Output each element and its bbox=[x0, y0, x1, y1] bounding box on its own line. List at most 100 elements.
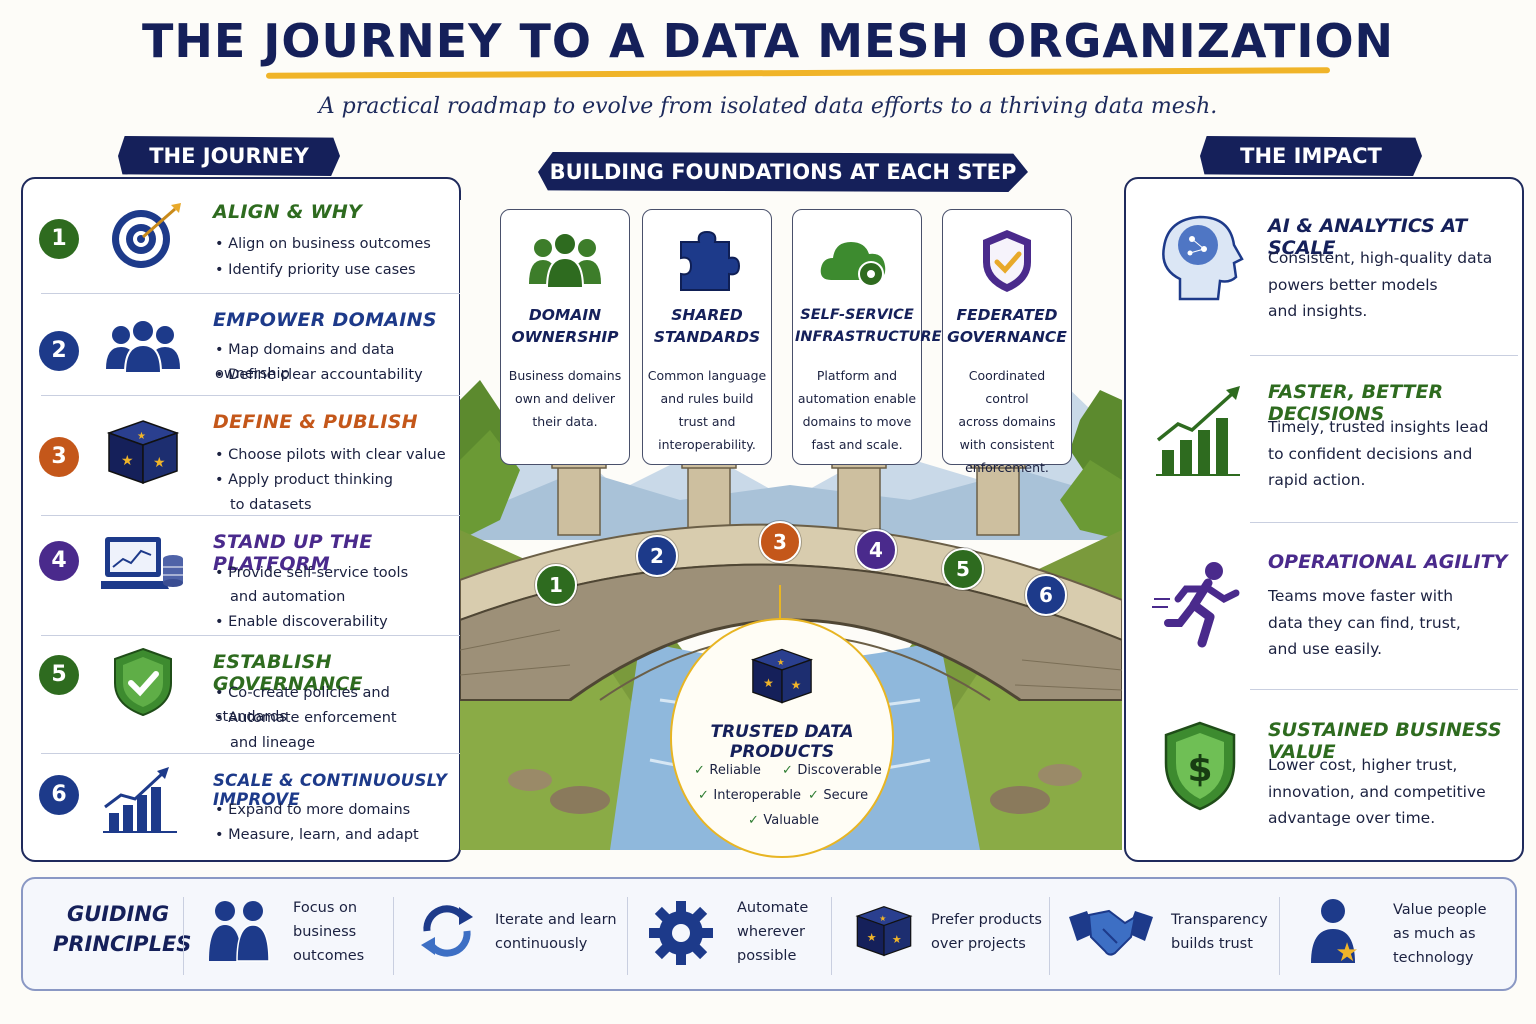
step-title: ALIGN & WHY bbox=[213, 201, 363, 223]
trusted-attribute: Secure bbox=[808, 788, 868, 803]
impact-title: SUSTAINED BUSINESS VALUE bbox=[1268, 719, 1502, 763]
svg-text:★: ★ bbox=[1335, 938, 1358, 965]
cloud-gear-icon bbox=[820, 242, 886, 287]
step-bullet-continuation: and automation bbox=[230, 589, 346, 605]
svg-text:★: ★ bbox=[867, 931, 877, 944]
step-bullet-continuation: and lineage bbox=[230, 735, 316, 751]
divider bbox=[1250, 689, 1518, 690]
page-title: THE JOURNEY TO A DATA MESH ORGANIZATION bbox=[141, 14, 1395, 68]
step-title: DEFINE & PUBLISH bbox=[213, 411, 418, 433]
step-bullet: Automate enforcement bbox=[215, 706, 396, 730]
step-number: 3 bbox=[39, 437, 79, 477]
impact-banner: THE IMPACT bbox=[1200, 136, 1422, 176]
journey-banner: THE JOURNEY bbox=[118, 136, 340, 176]
impact-panel: AI & ANALYTICS AT SCALE Consistent, high… bbox=[1124, 177, 1524, 862]
bridge-step-badge: 4 bbox=[855, 529, 897, 571]
people-pair-icon bbox=[209, 901, 270, 962]
step-number: 1 bbox=[39, 219, 79, 259]
divider bbox=[1279, 897, 1280, 975]
divider bbox=[41, 635, 461, 636]
divider bbox=[1250, 355, 1518, 356]
trusted-attribute: Interoperable bbox=[698, 788, 801, 803]
step-bullet: Provide self-service tools bbox=[215, 561, 408, 585]
step-bullet: Measure, learn, and adapt bbox=[215, 823, 419, 847]
cycle-arrows-icon bbox=[421, 905, 473, 957]
divider bbox=[41, 753, 461, 754]
dollar-shield-icon: $ bbox=[1164, 721, 1236, 811]
journey-step-1: 1 ALIGN & WHY Align on business outcomes… bbox=[23, 179, 459, 293]
step-bullet: Expand to more domains bbox=[215, 798, 410, 822]
trusted-data-products-title: TRUSTED DATA PRODUCTS bbox=[710, 722, 854, 762]
divider bbox=[627, 897, 628, 975]
journey-panel: 1 ALIGN & WHY Align on business outcomes… bbox=[21, 177, 461, 862]
page-subtitle: A practical roadmap to evolve from isola… bbox=[318, 94, 1218, 119]
svg-text:★: ★ bbox=[879, 914, 886, 923]
svg-text:★: ★ bbox=[121, 453, 134, 469]
bridge-step-badge: 5 bbox=[942, 548, 984, 590]
step-bullet: Define clear accountability bbox=[215, 363, 423, 387]
puzzle-icon bbox=[680, 230, 741, 291]
growth-chart-icon bbox=[103, 767, 177, 833]
data-product-cube-icon: ★★ ★ bbox=[750, 648, 814, 704]
step-bullet: Apply product thinking bbox=[215, 468, 393, 492]
journey-step-4: 4 STAND UP THE PLATFORM Provide self-ser… bbox=[23, 515, 459, 635]
impact-title: OPERATIONAL AGILITY bbox=[1268, 551, 1508, 573]
running-person-icon bbox=[1152, 562, 1240, 648]
laptop-database-icon bbox=[101, 537, 183, 589]
team-icon bbox=[106, 319, 180, 374]
data-product-cube-icon: ★★ ★ bbox=[855, 906, 913, 957]
person-star-icon: ★ bbox=[1311, 899, 1359, 965]
divider bbox=[41, 515, 461, 516]
step-bullet-continuation: to datasets bbox=[230, 497, 312, 513]
shield-check-icon bbox=[983, 230, 1031, 292]
shield-check-icon bbox=[114, 647, 172, 717]
divider bbox=[831, 897, 832, 975]
ai-head-icon bbox=[1162, 215, 1244, 301]
step-bullet: Choose pilots with clear value bbox=[215, 443, 445, 467]
trusted-attribute: Reliable bbox=[694, 763, 761, 778]
impact-title: AI & ANALYTICS AT SCALE bbox=[1268, 215, 1468, 259]
divider bbox=[183, 897, 184, 975]
divider bbox=[1250, 522, 1518, 523]
step-title: EMPOWER DOMAINS bbox=[213, 309, 437, 331]
impact-description: Lower cost, higher trust,innovation, and… bbox=[1268, 756, 1486, 827]
step-bullet: Align on business outcomes bbox=[215, 232, 431, 256]
svg-text:★: ★ bbox=[777, 658, 785, 668]
divider bbox=[1049, 897, 1050, 975]
step-number: 5 bbox=[39, 655, 79, 695]
title-underline bbox=[265, 67, 1331, 79]
impact-title: FASTER, BETTER DECISIONS bbox=[1268, 381, 1444, 425]
target-icon bbox=[112, 203, 181, 268]
gear-icon bbox=[649, 901, 713, 965]
svg-text:★: ★ bbox=[892, 933, 902, 946]
bridge-step-badge: 3 bbox=[759, 521, 801, 563]
foundations-banner: BUILDING FOUNDATIONS AT EACH STEP bbox=[538, 152, 1028, 192]
step-bullet: Enable discoverability bbox=[215, 610, 388, 634]
data-product-cube-icon: ★★ ★ bbox=[106, 420, 180, 485]
people-group-icon bbox=[529, 232, 601, 289]
journey-step-6: 6 SCALE & CONTINUOUSLY IMPROVE Expand to… bbox=[23, 753, 459, 858]
journey-step-3: 3 ★★ ★ DEFINE & PUBLISH Choose pilots wi… bbox=[23, 395, 459, 515]
bridge-step-badge: 1 bbox=[535, 564, 577, 606]
handshake-icon bbox=[1069, 909, 1153, 956]
trusted-attribute: Discoverable bbox=[782, 763, 881, 778]
